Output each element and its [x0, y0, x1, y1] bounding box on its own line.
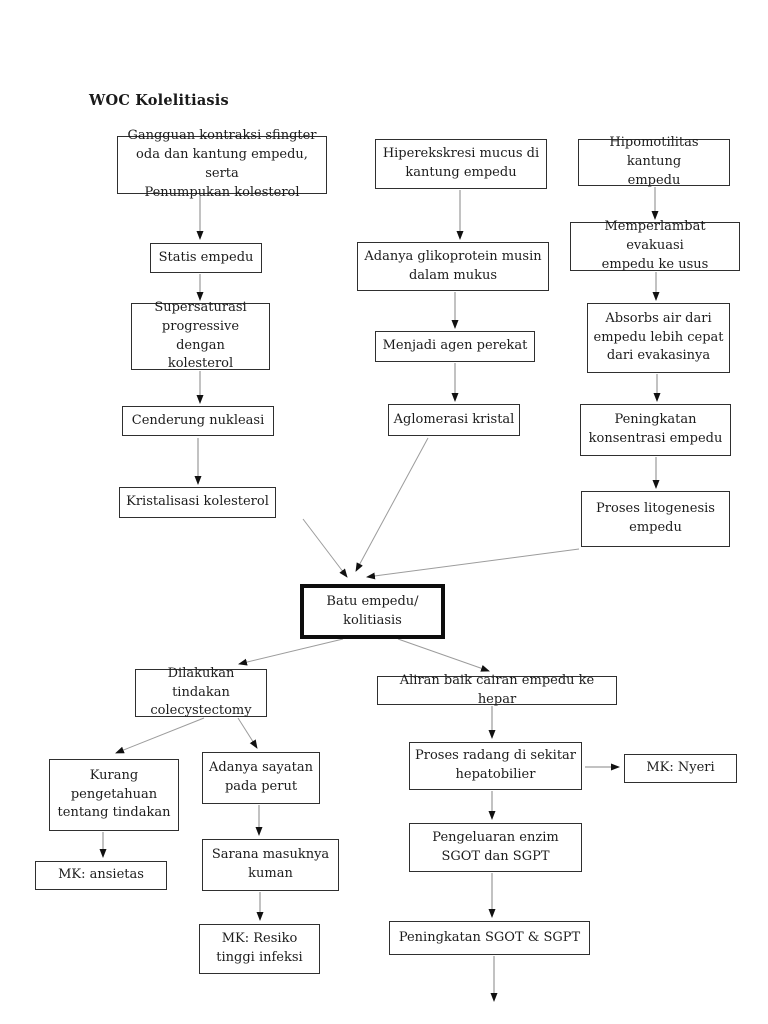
node-supersaturasi: Supersaturasi progressive dengan koleste… — [131, 300, 270, 371]
node-gangguan-kontraksi: Gangguan kontraksi sfingter oda dan kant… — [117, 128, 327, 200]
node-sarana-kuman: Sarana masuknya kuman — [202, 839, 339, 891]
node-agen-perekat: Menjadi agen perekat — [375, 331, 535, 362]
node-batu-empedu: Batu empedu/ kolitiasis — [300, 584, 445, 639]
node-glikoprotein-musin: Adanya glikoprotein musin dalam mukus — [357, 242, 549, 291]
node-cenderung-nukleasi: Cenderung nukleasi — [122, 406, 274, 436]
node-mk-ansietas: MK: ansietas — [35, 861, 167, 890]
node-aglomerasi-kristal: Aglomerasi kristal — [388, 404, 520, 436]
node-peningkatan-sgot: Peningkatan SGOT & SGPT — [389, 921, 590, 955]
node-memperlambat-evakuasi: Memperlambat evakuasi empedu ke usus — [570, 219, 740, 272]
node-hipomotilitas: Hipomotilitas kantung empedu — [578, 135, 730, 188]
node-peningkatan-konsentrasi: Peningkatan konsentrasi empedu — [580, 404, 731, 456]
node-proses-litogenesis: Proses litogenesis empedu — [581, 491, 730, 547]
node-absorbs-air: Absorbs air dari empedu lebih cepat dari… — [587, 303, 730, 373]
node-hiperekskresi-mucus: Hiperekskresi mucus di kantung empedu — [375, 139, 547, 189]
node-sayatan-perut: Adanya sayatan pada perut — [202, 752, 320, 804]
node-aliran-baik: Aliran baik cairan empedu ke hepar — [377, 673, 617, 707]
node-kristalisasi-kolesterol: Kristalisasi kolesterol — [119, 487, 276, 518]
page-title: WOC Kolelitiasis — [89, 92, 229, 109]
node-mk-resiko-infeksi: MK: Resiko tinggi infeksi — [199, 924, 320, 974]
node-proses-radang: Proses radang di sekitar hepatobilier — [409, 742, 582, 790]
node-pengeluaran-enzim: Pengeluaran enzim SGOT dan SGPT — [409, 823, 582, 872]
node-statis-empedu: Statis empedu — [150, 243, 262, 273]
node-kurang-pengetahuan: Kurang pengetahuan tentang tindakan — [49, 759, 179, 831]
node-mk-nyeri: MK: Nyeri — [624, 754, 737, 783]
node-colecystectomy: Dilakukan tindakan colecystectomy — [135, 666, 267, 718]
